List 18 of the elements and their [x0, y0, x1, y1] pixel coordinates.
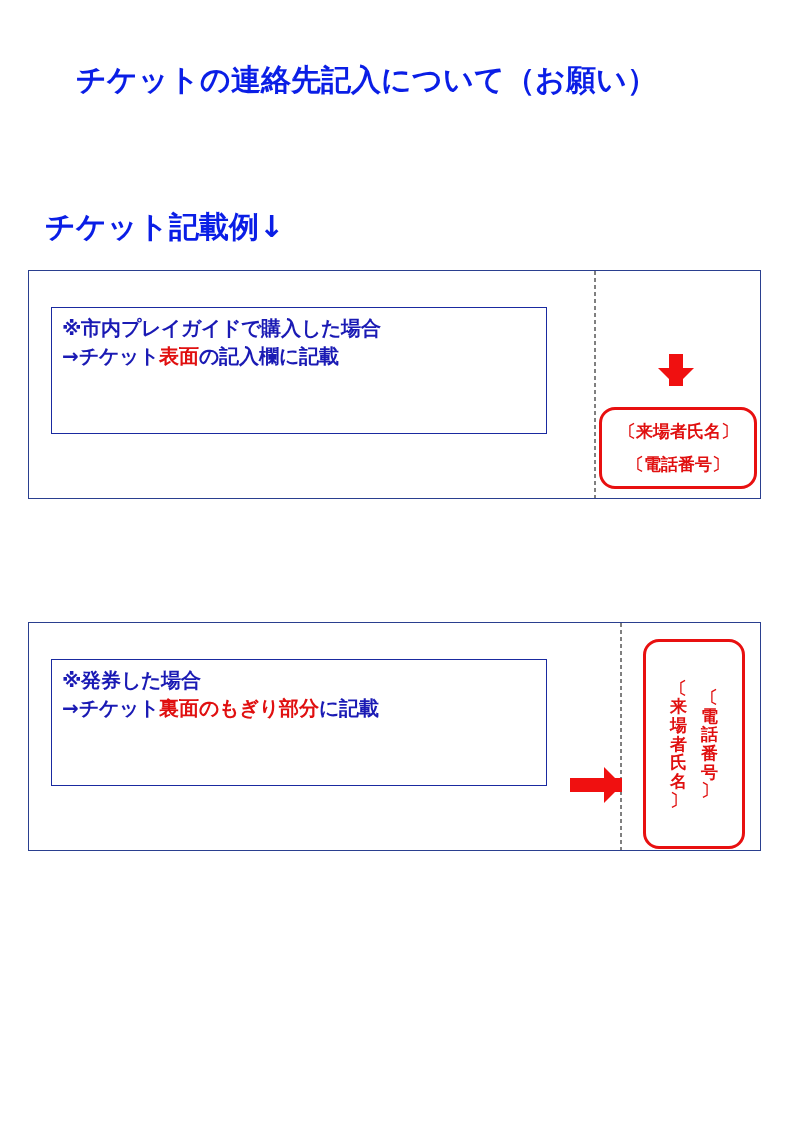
arrow — [658, 354, 694, 386]
note-text: ※発券した場合 — [62, 667, 203, 694]
arrow — [570, 767, 622, 803]
page-title: チケットの連絡先記入について（お願い） — [76, 61, 657, 99]
write-in-area — [643, 639, 745, 849]
write-in-area — [599, 407, 757, 489]
ticket-outline — [28, 622, 761, 851]
field-label: 〔電話番号〕 — [627, 453, 729, 476]
note-text: →チケット裏面のもぎり部分に記載 — [62, 695, 380, 722]
section-heading: チケット記載例↓ — [45, 208, 285, 246]
note-text: →チケット表面の記入欄に記載 — [62, 343, 340, 370]
ticket-outline — [28, 270, 761, 499]
note-box — [51, 659, 547, 786]
note-box — [51, 307, 547, 434]
field-label: 〔来場者氏名〕 — [670, 678, 687, 810]
field-label: 〔来場者氏名〕 — [618, 420, 738, 443]
note-text: ※市内プレイガイドで購入した場合 — [62, 315, 383, 342]
field-label: 〔電話番号〕 — [701, 687, 718, 801]
